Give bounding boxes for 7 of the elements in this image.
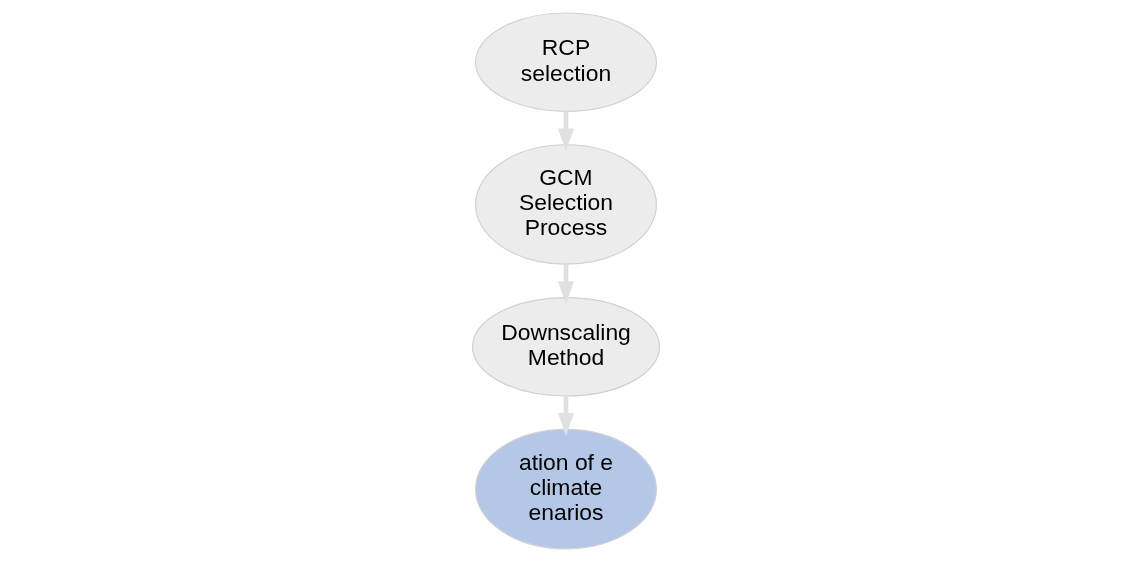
node-ellipse: RCP selection (474, 12, 657, 112)
arrow (557, 111, 574, 152)
node-ellipse: ation of e climate enarios (474, 428, 657, 550)
arrow (557, 396, 574, 436)
node-ellipse: GCM Selection Process (474, 144, 657, 265)
node-ellipse: Downscaling Method (471, 297, 660, 397)
arrow (557, 264, 574, 305)
